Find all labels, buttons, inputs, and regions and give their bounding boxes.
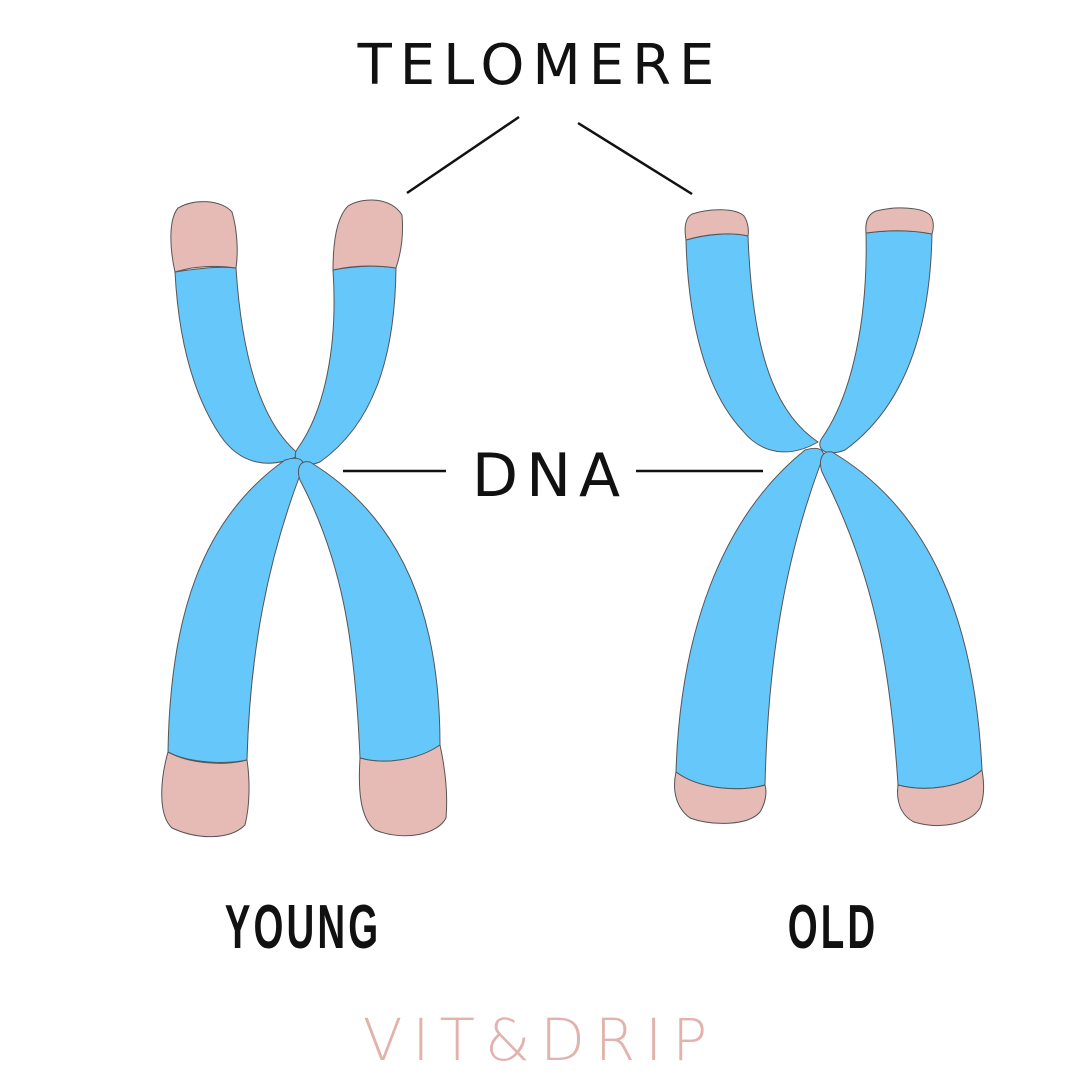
old-chromosome	[674, 207, 985, 826]
brand-logo-text: VIT&DRIP	[362, 1006, 718, 1074]
old-telomere-top-left	[684, 209, 749, 241]
telomere-leader-left	[406, 115, 520, 195]
telomere-leader-right	[577, 121, 693, 196]
young-telomere-top-right	[332, 199, 403, 271]
old-lower-right-arm	[819, 451, 983, 789]
young-label: YOUNG	[224, 893, 382, 962]
old-telomere-bottom-left	[674, 771, 767, 824]
dna-label: DNA	[471, 441, 629, 511]
old-upper-left-arm	[685, 233, 819, 453]
young-lower-left-arm	[167, 457, 304, 763]
telomere-label: TELOMERE	[357, 33, 723, 98]
young-telomere-bottom-right	[358, 744, 448, 837]
young-lower-right-arm	[297, 461, 441, 762]
young-chromosome	[161, 199, 448, 838]
old-lower-left-arm	[675, 447, 824, 790]
old-upper-right-arm	[819, 230, 933, 454]
young-telomere-bottom-left	[161, 751, 250, 838]
young-upper-right-arm	[294, 265, 397, 466]
young-upper-left-arm	[174, 266, 301, 464]
young-telomere-top-left	[170, 201, 238, 273]
old-telomere-bottom-right	[897, 769, 985, 826]
old-label: OLD	[787, 893, 879, 962]
old-telomere-top-right	[865, 207, 934, 235]
